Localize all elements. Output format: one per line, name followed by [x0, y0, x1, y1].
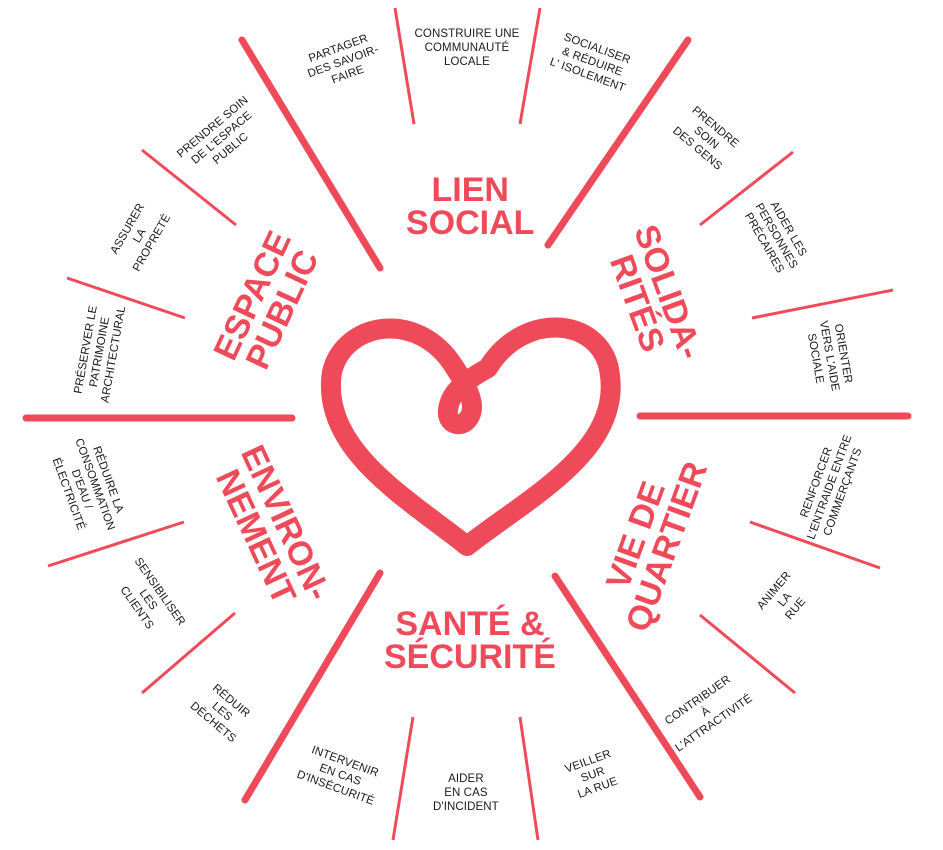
ray-line	[699, 613, 796, 695]
ray-line	[518, 716, 540, 841]
ray-line	[391, 716, 415, 841]
major-ray-line	[241, 569, 384, 804]
ray-line	[66, 276, 186, 320]
ray-line	[141, 611, 236, 695]
ray-line	[518, 7, 542, 125]
ray-line	[141, 148, 237, 227]
ray-line	[751, 288, 894, 320]
category-lien-social: LIEN SOCIAL	[406, 171, 535, 242]
major-ray-line	[238, 36, 384, 272]
major-ray-line	[544, 36, 692, 249]
ray-line	[47, 520, 185, 568]
ray-line	[393, 7, 416, 125]
ray-line	[749, 520, 881, 570]
category-sante-securite: SANTÉ & SÉCURITÉ	[384, 605, 556, 676]
ray-line	[699, 150, 794, 227]
major-ray-line	[551, 572, 704, 801]
